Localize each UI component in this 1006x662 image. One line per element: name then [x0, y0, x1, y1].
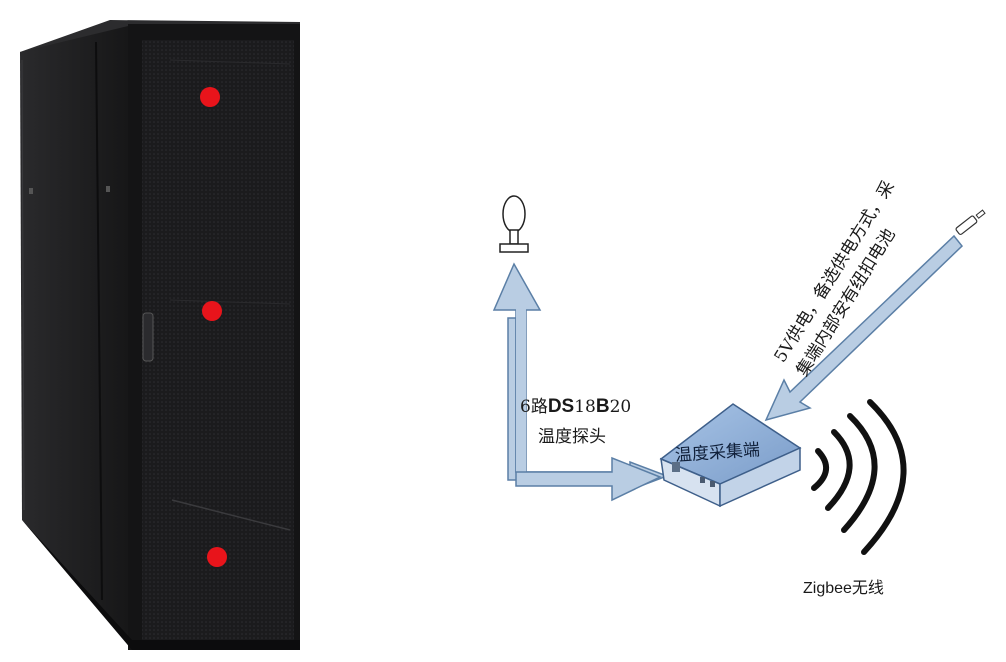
zigbee-wireless-label: Zigbee无线 [803, 580, 884, 597]
power-arrow-shaft [764, 234, 964, 422]
probe-data-arrow [492, 262, 670, 502]
sensor-dot-bottom [207, 547, 227, 567]
cabinet-perforated-door [142, 40, 294, 640]
power-arrow [764, 209, 986, 422]
probe-count-label: 6路DS18B20 [520, 396, 632, 417]
cabinet-base [22, 520, 300, 650]
probe-type-label: 温度探头 [538, 427, 606, 447]
collector-box [659, 403, 802, 508]
collector-box-side [719, 446, 801, 508]
plug-icon [955, 209, 986, 235]
server-cabinet [20, 20, 300, 650]
temperature-probe-icon [499, 195, 529, 253]
sensor-dot-top [200, 87, 220, 107]
wireless-waves-icon [811, 399, 907, 555]
sensor-dot-middle [202, 301, 222, 321]
collector-port-icon [672, 462, 680, 472]
cabinet-side-panel [20, 26, 132, 648]
cabinet-door-handle [142, 312, 154, 362]
